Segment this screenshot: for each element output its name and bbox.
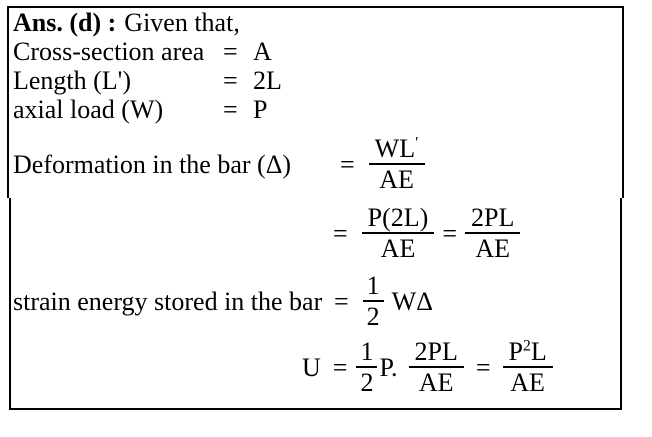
given-row-load: axial load (W) = P xyxy=(13,95,622,124)
fraction-2pl-ae: 2PL AE xyxy=(465,204,521,263)
equals-sign: = xyxy=(442,218,458,248)
fraction-numerator: 2PL xyxy=(408,338,464,368)
fraction-denominator: 2 xyxy=(366,302,380,331)
fraction-one-half: 1 2 xyxy=(356,338,378,397)
deformation-row: Deformation in the bar (Δ) = WL′ AE xyxy=(13,135,622,193)
fraction-2pl-ae: 2PL AE xyxy=(408,338,464,397)
answer-label: Ans. (d) : xyxy=(13,8,117,37)
fraction-numerator: P(2L) xyxy=(361,204,435,234)
fraction-denominator: AE xyxy=(379,165,414,194)
exponent: 2 xyxy=(523,337,531,355)
given-value: P xyxy=(253,95,268,124)
fraction-numerator: 1 xyxy=(356,338,378,368)
fraction-numerator: WL′ xyxy=(368,134,425,165)
load-factor: P. xyxy=(379,352,398,382)
work-deformation-term: WΔ xyxy=(391,286,433,316)
solution-box-bottom: = P(2L) AE = 2PL AE strain energy stored… xyxy=(9,198,622,410)
answer-intro: Given that, xyxy=(124,8,240,37)
fraction-p-squared-l-ae: P2L AE xyxy=(502,337,553,397)
fraction-denominator: AE xyxy=(510,368,545,397)
given-value: A xyxy=(253,37,272,66)
strain-energy-row: strain energy stored in the bar = 1 2 WΔ xyxy=(13,272,620,330)
strain-energy-symbol: U xyxy=(302,352,321,382)
fraction-denominator: AE xyxy=(380,234,416,263)
equals-sign: = xyxy=(223,95,238,124)
equals-sign: = xyxy=(334,286,349,316)
deformation-label: Deformation in the bar (Δ) xyxy=(13,149,292,179)
fraction-denominator: AE xyxy=(475,234,511,263)
equals-sign: = xyxy=(223,66,238,95)
strain-energy-label: strain energy stored in the bar xyxy=(13,286,323,316)
fraction-numerator: 2PL xyxy=(465,204,521,234)
fraction-wl-ae: WL′ AE xyxy=(368,134,425,194)
given-label: Length (L') xyxy=(13,66,132,95)
equals-sign: = xyxy=(223,37,238,66)
fraction-numerator: 1 xyxy=(362,272,384,302)
fraction-numerator: P2L xyxy=(502,337,553,368)
given-label: axial load (W) xyxy=(13,95,164,124)
fraction-denominator: AE xyxy=(418,368,454,397)
deformation-step2-row: = P(2L) AE = 2PL AE xyxy=(333,204,620,262)
fraction-one-half: 1 2 xyxy=(362,272,384,331)
prime-mark: ′ xyxy=(415,134,419,152)
given-value: 2L xyxy=(253,66,282,95)
given-row-area: Cross-section area = A xyxy=(13,37,622,66)
solution-box-top: Ans. (d) :Given that, Cross-section area… xyxy=(7,6,624,198)
given-row-length: Length (L') = 2L xyxy=(13,66,622,95)
equals-sign: = xyxy=(333,218,348,248)
equals-sign: = xyxy=(475,352,491,382)
fraction-p2l-ae: P(2L) AE xyxy=(361,204,435,263)
final-equation-row: U = 1 2 P. 2PL AE = P2L AE xyxy=(302,338,620,396)
equals-sign: = xyxy=(332,352,348,382)
equals-sign: = xyxy=(340,149,355,179)
answer-line: Ans. (d) :Given that, xyxy=(13,8,622,37)
given-label: Cross-section area xyxy=(13,37,205,66)
fraction-denominator: 2 xyxy=(360,368,374,397)
